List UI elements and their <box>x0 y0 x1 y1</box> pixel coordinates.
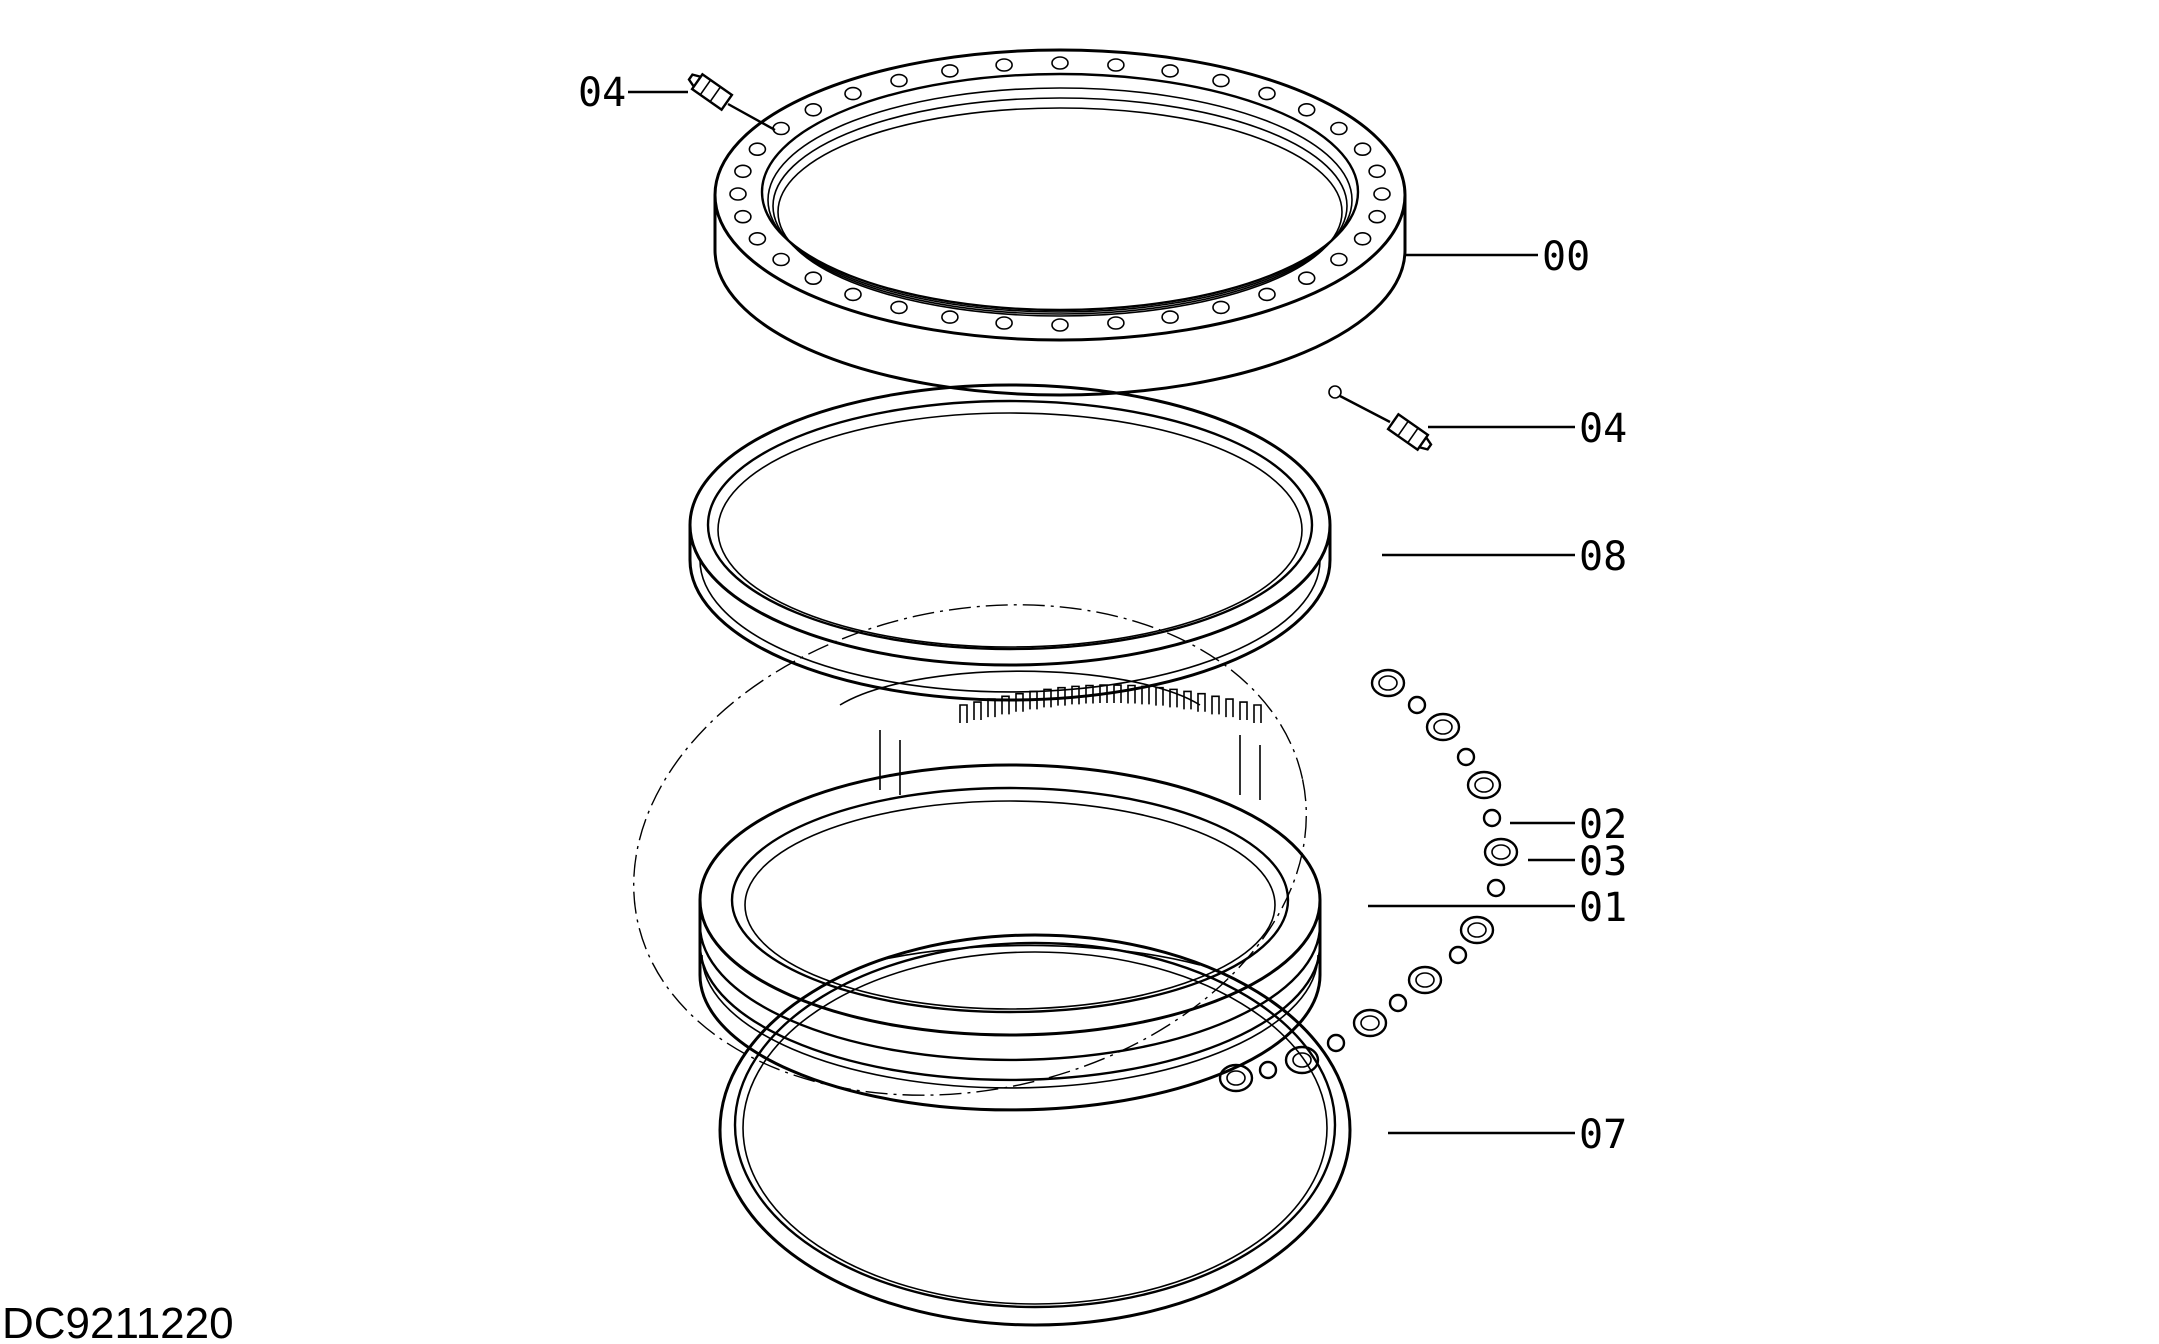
bolt-hole <box>1297 271 1316 286</box>
callout-04-right: 04 <box>1579 406 1627 452</box>
bolt-hole <box>995 58 1013 72</box>
callout-07: 07 <box>1579 1112 1627 1158</box>
gear-tooth <box>1127 684 1136 704</box>
gear-tooth <box>987 698 996 718</box>
bolt-holes <box>729 56 1391 332</box>
bolt-hole <box>941 64 959 78</box>
bolt-hole <box>1051 318 1069 332</box>
seal-ring-part-08 <box>688 383 1332 702</box>
gear-tooth <box>959 704 968 723</box>
gear-tooth <box>1169 688 1178 708</box>
ball <box>1326 1033 1346 1053</box>
gear-tooth <box>1085 684 1094 704</box>
gear-tooth <box>1253 704 1262 723</box>
bolt-hole <box>1161 310 1179 324</box>
inner-gear-ring-part-01 <box>698 670 1322 1112</box>
ball <box>1258 1060 1278 1080</box>
gear-tooth <box>1029 690 1038 710</box>
grease-fitting-top <box>687 72 734 112</box>
bolt-hole <box>1212 300 1230 315</box>
gear-tooth <box>1015 692 1024 712</box>
ball <box>1456 747 1476 767</box>
spacer <box>1459 915 1495 945</box>
ball <box>1482 808 1502 828</box>
drawing-code: DC9211220 <box>2 1299 234 1344</box>
bottom-seal-ring-part-07 <box>718 933 1352 1327</box>
callout-00: 00 <box>1542 234 1590 280</box>
ball <box>1486 878 1506 898</box>
gear-tooth <box>1211 695 1220 715</box>
bolt-hole <box>890 73 908 88</box>
gear-tooth <box>1001 695 1010 715</box>
gear-tooth <box>1239 701 1248 721</box>
bolt-hole <box>772 252 790 267</box>
bolt-hole <box>1258 287 1276 302</box>
bolt-hole <box>748 232 767 246</box>
gear-tooth <box>1057 686 1066 706</box>
gear-teeth <box>959 684 1262 723</box>
callout-08: 08 <box>1579 534 1627 580</box>
callout-02: 02 <box>1579 802 1627 848</box>
bolt-hole <box>1368 164 1386 179</box>
gear-tooth <box>1225 698 1234 718</box>
gear-tooth <box>1155 686 1164 706</box>
bolt-hole <box>844 86 862 101</box>
spacer <box>1466 770 1502 800</box>
spacer <box>1284 1045 1320 1075</box>
outer-ring-part-00 <box>713 48 1407 397</box>
spacer <box>1218 1063 1254 1093</box>
spacer <box>1483 837 1519 867</box>
gear-tooth <box>1043 688 1052 708</box>
callout-01: 01 <box>1579 885 1627 931</box>
ball <box>1388 993 1408 1013</box>
bolt-hole <box>772 121 790 136</box>
bolt-hole <box>748 142 767 156</box>
callout-04-top: 04 <box>578 70 626 116</box>
ball <box>1448 945 1468 965</box>
bolt-hole <box>734 164 752 179</box>
bolt-hole <box>1051 56 1069 70</box>
bolt-hole <box>995 316 1013 330</box>
gear-tooth <box>1197 692 1206 712</box>
leader-lines <box>628 90 1575 1135</box>
spacer <box>1352 1008 1388 1038</box>
bolt-hole <box>890 300 908 315</box>
bolt-hole <box>844 287 862 302</box>
callout-03: 03 <box>1579 839 1627 885</box>
gear-tooth <box>973 701 982 721</box>
gear-tooth <box>1183 690 1192 710</box>
gear-tooth <box>1071 685 1080 705</box>
bolt-hole <box>1212 73 1230 88</box>
bolt-hole <box>1297 103 1316 117</box>
bolt-hole <box>1373 187 1391 201</box>
grease-fitting-right <box>1386 412 1433 452</box>
bolt-hole <box>1368 209 1386 224</box>
bolt-hole <box>941 310 959 324</box>
bolt-hole <box>804 103 823 117</box>
bolt-hole <box>1107 58 1125 72</box>
spacer <box>1425 712 1461 742</box>
gear-tooth <box>1099 684 1108 704</box>
ball-raceway-path <box>633 604 1307 1096</box>
spacer <box>1370 668 1406 698</box>
bolt-hole <box>1353 142 1372 156</box>
gear-tooth <box>1141 685 1150 705</box>
gear-tooth <box>1113 684 1122 704</box>
bolt-hole <box>1161 64 1179 78</box>
spacer <box>1407 965 1443 995</box>
bolt-hole <box>1107 316 1125 330</box>
balls-and-spacers-parts-02-03 <box>1218 668 1519 1093</box>
bolt-hole <box>729 187 747 201</box>
bolt-hole <box>1353 232 1372 246</box>
ball <box>1407 695 1427 715</box>
bolt-hole <box>1330 121 1348 136</box>
bolt-hole <box>1330 252 1348 267</box>
bolt-hole <box>1258 86 1276 101</box>
bolt-hole <box>804 271 823 286</box>
bolt-hole <box>734 209 752 224</box>
